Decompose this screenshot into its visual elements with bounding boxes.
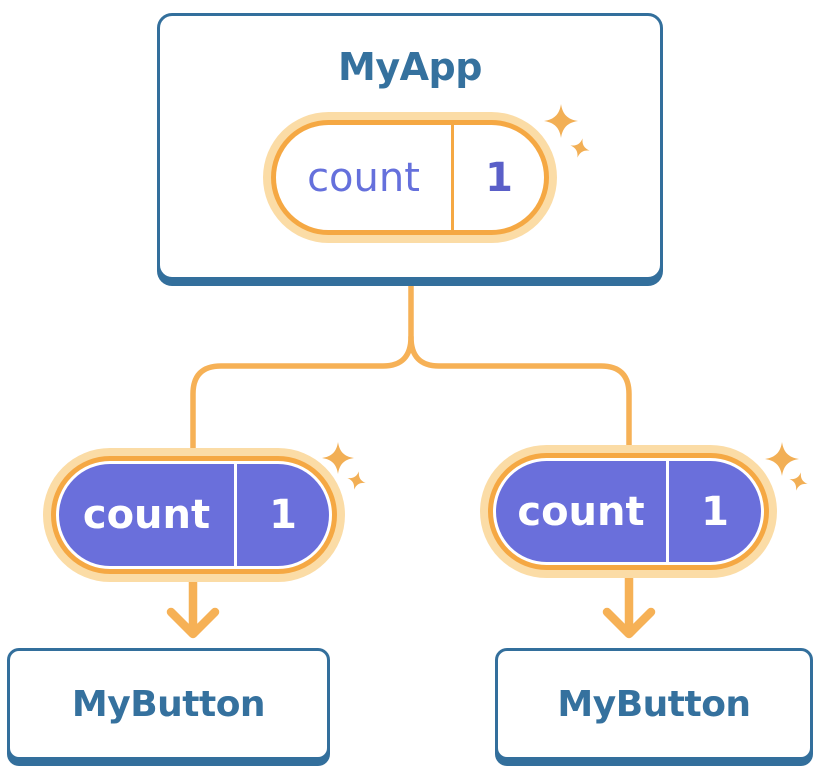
prop-name: count: [82, 492, 211, 538]
prop-pill-left: count 1: [43, 448, 345, 582]
sparkle-icon: [347, 471, 366, 490]
prop-name: count: [517, 488, 645, 535]
state-pill-root: count 1: [263, 112, 557, 243]
prop-value: 1: [269, 492, 297, 538]
pill-divider: [666, 461, 669, 562]
sparkle-icon: [765, 442, 799, 476]
sparkle-icon: [789, 472, 808, 491]
state-name: count: [307, 154, 420, 201]
sparkle-icon: [570, 138, 590, 158]
component-node-child-left: MyButton: [7, 648, 330, 760]
pill-divider: [451, 125, 454, 230]
prop-value: 1: [701, 488, 729, 535]
prop-pill-border: count 1: [51, 456, 337, 574]
prop-pill-border: count 1: [488, 453, 769, 570]
connector-lines: [190, 281, 632, 458]
sparkle-icon: [322, 442, 354, 474]
pill-divider: [234, 464, 237, 566]
prop-pill-right: count 1: [480, 445, 777, 578]
component-node-child-right: MyButton: [495, 648, 813, 760]
state-value: 1: [485, 154, 513, 201]
arrow-down-icon: [166, 573, 220, 639]
component-title-root: MyApp: [338, 45, 482, 89]
arrow-down-icon: [602, 573, 656, 639]
state-pill-border: count 1: [271, 120, 549, 235]
sparkle-icon: [544, 104, 578, 138]
component-title-child-right: MyButton: [557, 683, 751, 725]
component-title-child-left: MyButton: [71, 683, 266, 725]
